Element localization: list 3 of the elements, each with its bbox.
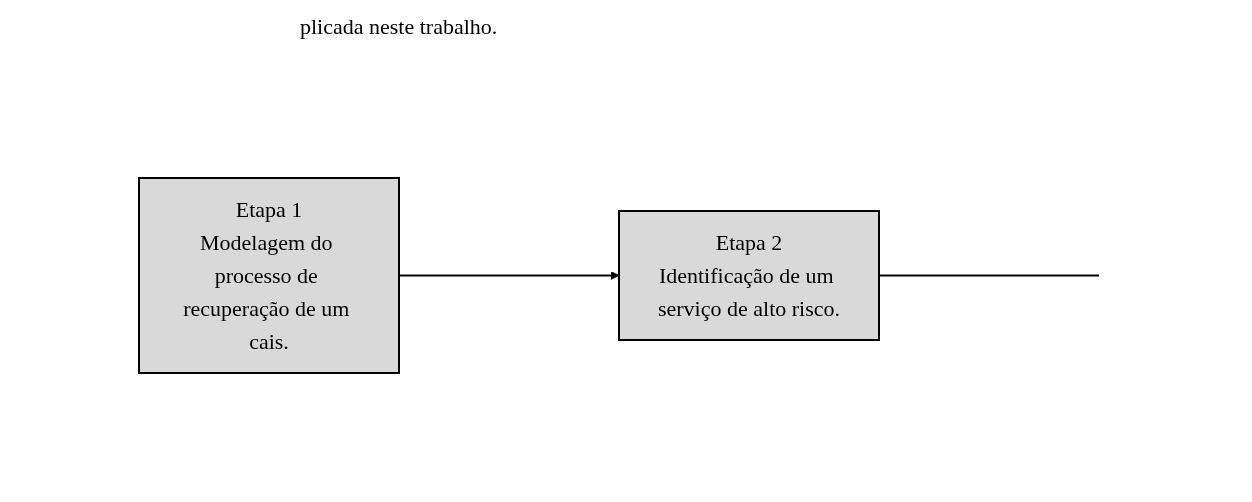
note-text: plicada neste trabalho. xyxy=(300,14,498,39)
node-box: Etapa 2 Identificação de um serviço de alto risco. xyxy=(617,209,880,341)
node-box: Etapa 1 Modelagem do processo de recuperação de um cais. xyxy=(137,176,400,374)
